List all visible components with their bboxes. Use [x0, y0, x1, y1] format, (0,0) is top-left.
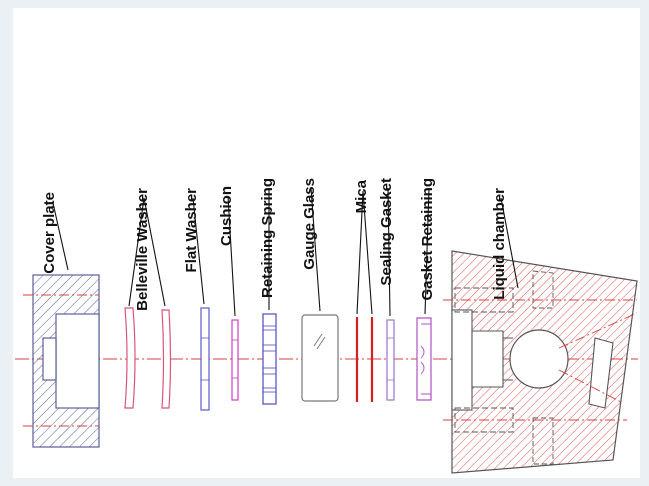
- gauge-glass-part: [301, 314, 339, 402]
- sealing-gasket-part: [386, 319, 395, 401]
- label-belleville-washer: Belleville Washer: [134, 188, 151, 311]
- cover-plate-part: [23, 274, 100, 448]
- diagram-frame: Cover plate Belleville Washer Flat Washe…: [13, 8, 640, 478]
- label-cushion: Cushion: [218, 186, 235, 246]
- liquid-chamber-part: [443, 250, 638, 474]
- label-sealing-gasket: Sealing Gasket: [378, 178, 395, 286]
- label-retaining-spring: Retaining Spring: [259, 178, 276, 298]
- cushion-part: [231, 319, 239, 401]
- flat-washer-part: [200, 307, 210, 411]
- gasket-retaining-part: [416, 317, 432, 401]
- mica-part: [355, 317, 374, 402]
- label-mica: Mica: [353, 179, 370, 213]
- exploded-assembly-diagram: Cover plate Belleville Washer Flat Washe…: [15, 178, 638, 474]
- label-liquid-chamber: Liquid chamber: [491, 188, 508, 300]
- retaining-spring-part: [262, 313, 277, 405]
- label-gasket-retaining: Gasket Retaining: [419, 178, 436, 301]
- belleville-washer-part: [124, 307, 172, 409]
- label-flat-washer: Flat Washer: [183, 188, 200, 273]
- leader-lines: [52, 187, 519, 317]
- label-cover-plate: Cover plate: [41, 192, 58, 274]
- label-gauge-glass: Gauge Glass: [301, 178, 318, 270]
